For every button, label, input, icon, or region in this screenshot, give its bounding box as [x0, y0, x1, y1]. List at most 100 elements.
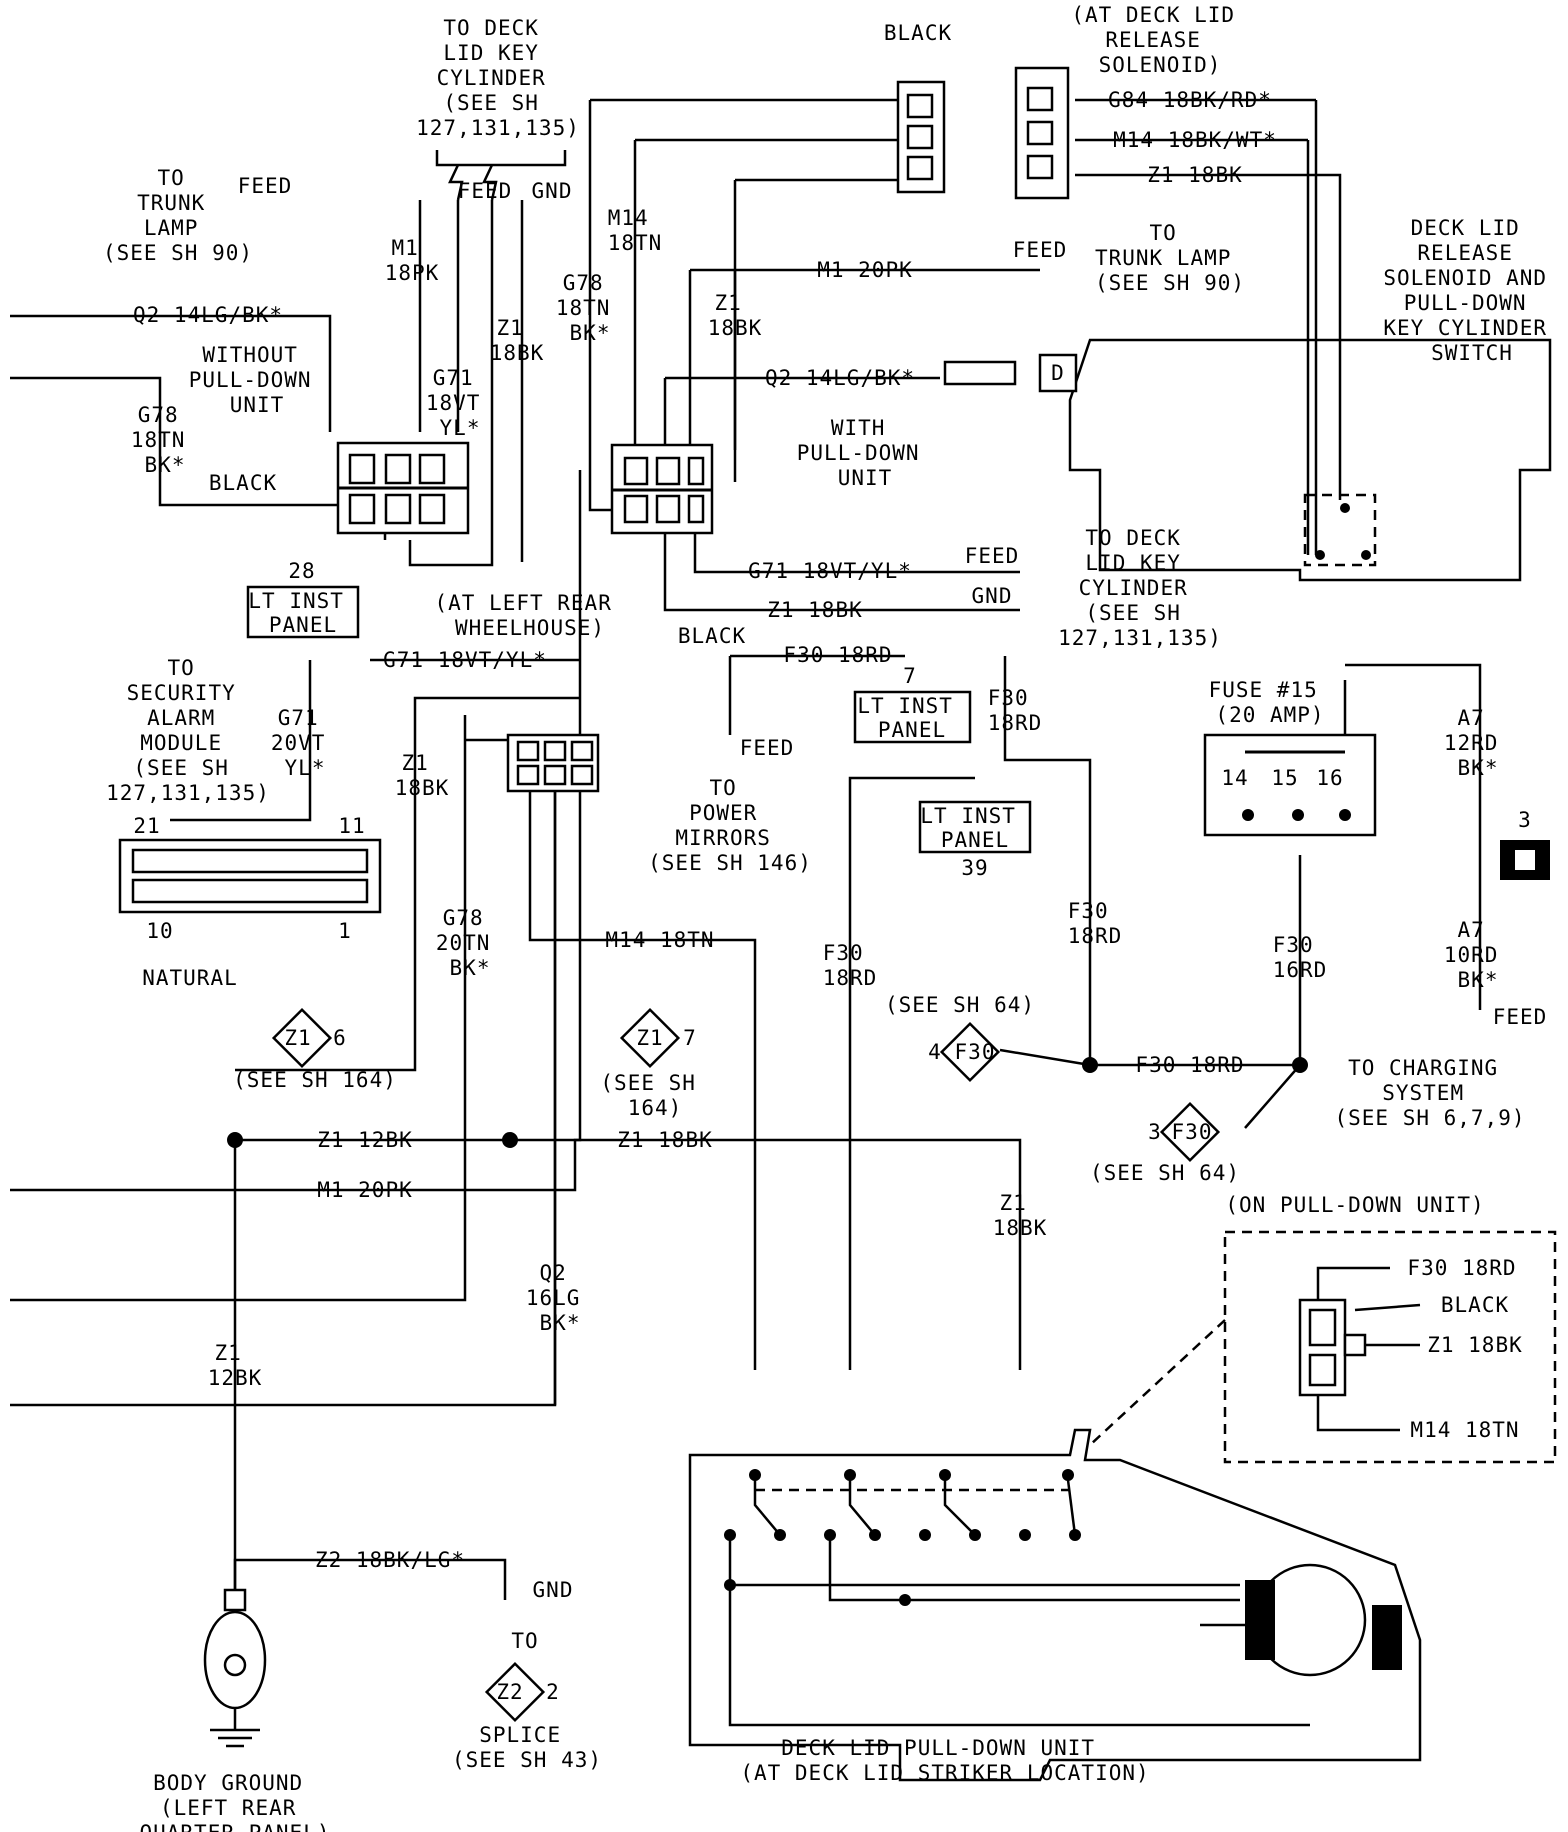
- fuse-block: [1203, 733, 1377, 837]
- fuse-pin-16: 16: [1316, 766, 1343, 790]
- panel-28-num: 28: [288, 559, 315, 583]
- m14-18tn-top: M14 18TN: [608, 206, 663, 255]
- m1-20pk-top: M1 20PK: [817, 258, 913, 282]
- see-sh-64-top: (SEE SH 64): [885, 993, 1035, 1017]
- fuse-pin-14: 14: [1221, 766, 1248, 790]
- panel-28-text: LT INST PANEL: [248, 589, 357, 637]
- to-trunk-lamp-right: TO TRUNK LAMP (SEE SH 90): [1095, 221, 1245, 295]
- splice-z1-6-num: 6: [333, 1026, 347, 1050]
- a7-12rd-label: A7 12RD BK*: [1444, 706, 1512, 780]
- q2-16lg-label: Q2 16LG BK*: [526, 1261, 594, 1335]
- connector-solenoid-pair: [896, 66, 1070, 200]
- splice-z1-6-name: Z1: [284, 1026, 311, 1050]
- g78-18tn-top: G78 18TN BK*: [556, 271, 624, 345]
- m14-bkwt-label: M14 18BK/WT*: [1113, 128, 1277, 152]
- g78-20tn-label: G78 20TN BK*: [436, 906, 504, 980]
- panel-39-text: LT INST PANEL: [920, 804, 1029, 852]
- f30-18rd-mid-left: F30 18RD: [823, 941, 878, 990]
- feed-top-label: FEED: [458, 179, 513, 203]
- deck-lid-switch-label: DECK LID RELEASE SOLENOID AND PULL-DOWN …: [1383, 216, 1560, 365]
- z1-12bk-drop: Z1 12BK: [208, 1341, 263, 1390]
- panel-7-num: 7: [903, 664, 917, 688]
- fuse-label: FUSE #15 (20 AMP): [1209, 678, 1332, 727]
- g71-20vt-label: G71 20VT YL*: [271, 706, 339, 780]
- pulldown-inset: [1089, 1230, 1557, 1464]
- fuse-pin-15: 15: [1271, 766, 1298, 790]
- a7-10rd-label: A7 10RD BK*: [1444, 918, 1512, 992]
- pin-11: 11: [338, 814, 365, 838]
- to-charging: TO CHARGING SYSTEM (SEE SH 6,7,9): [1334, 1056, 1525, 1130]
- security-module-connector: [118, 838, 382, 914]
- feed-pm-label: FEED: [740, 736, 795, 760]
- m1-20pk-bus: M1 20PK: [317, 1178, 413, 1202]
- without-pulldown-label: WITHOUT PULL-DOWN UNIT: [189, 343, 325, 417]
- f30-18rd-mid-right: F30 18RD: [1068, 899, 1123, 948]
- g71-sec-wire: G71 18VT/YL*: [383, 648, 547, 672]
- g71-18vt-label: G71 18VT YL*: [426, 366, 494, 440]
- panel-39-num: 39: [961, 856, 988, 880]
- g71-right-label: G71 18VT/YL*: [748, 559, 912, 583]
- feed-right2: FEED: [965, 544, 1020, 568]
- see-sh-164-left: (SEE SH 164): [233, 1068, 397, 1092]
- to-splice-label: TO: [511, 1629, 538, 1653]
- connector-wheelhouse: [506, 733, 600, 793]
- z1-18bk-top2: Z1 18BK: [708, 291, 763, 340]
- connector-without-pulldown: [336, 441, 470, 535]
- panel-7-text: LT INST PANEL: [857, 694, 966, 742]
- splice-f30-3-num: 3: [1148, 1120, 1162, 1144]
- f30-18rd-bus: F30 18RD: [1135, 1053, 1244, 1077]
- splices: [227, 1007, 1308, 1723]
- feed-charging: FEED: [1493, 1005, 1548, 1029]
- text-labels: TO DECK LID KEY CYLINDER (SEE SH 127,131…: [103, 3, 1560, 1832]
- body-ground-label: BODY GROUND (LEFT REAR QUARTER PANEL): [139, 1771, 330, 1832]
- feed-trunk-left: FEED: [238, 174, 293, 198]
- pulldown-unit-label: DECK LID PULL-DOWN UNIT (AT DECK LID STR…: [740, 1736, 1149, 1785]
- splice-z1-7-num: 7: [683, 1026, 697, 1050]
- see-sh-164-mid: (SEE SH 164): [600, 1071, 709, 1120]
- at-left-rear: (AT LEFT REAR WHEELHOUSE): [434, 591, 625, 640]
- to-trunk-lamp-left: TO TRUNK LAMP (SEE SH 90): [103, 166, 253, 265]
- pin-1: 1: [338, 919, 352, 943]
- deck-lid-solenoid-body: [943, 338, 1552, 582]
- to-deck-lid-key-right: TO DECK LID KEY CYLINDER (SEE SH 127,131…: [1058, 526, 1222, 650]
- black-top-label: BLACK: [884, 21, 952, 45]
- natural-label: NATURAL: [142, 966, 238, 990]
- m1-18pk-label: M1 18PK: [385, 236, 440, 285]
- m14-18tn-mid: M14 18TN: [605, 928, 714, 952]
- z2-wire-label: Z2 18BK/LG*: [315, 1548, 465, 1572]
- pin-10: 10: [146, 919, 173, 943]
- f30-18rd-r: F30 18RD: [988, 686, 1043, 735]
- see-sh-64-bottom: (SEE SH 64): [1090, 1161, 1240, 1185]
- pin-21: 21: [133, 814, 160, 838]
- black-mid-label: BLACK: [678, 624, 746, 648]
- with-pulldown-label: WITH PULL-DOWN UNIT: [797, 416, 933, 490]
- to-deck-lid-key-top: TO DECK LID KEY CYLINDER (SEE SH 127,131…: [416, 16, 580, 140]
- feed-right: FEED: [1013, 238, 1068, 262]
- f30-16rd-label: F30 16RD: [1273, 933, 1328, 982]
- g84-label: G84 18BK/RD*: [1108, 88, 1272, 112]
- connector-3: [1500, 840, 1550, 880]
- splice-f30-4-name: F30: [955, 1040, 996, 1064]
- connector-3-num: 3: [1518, 808, 1532, 832]
- inset-m14: M14 18TN: [1410, 1418, 1519, 1442]
- z1-top-label: Z1 18BK: [1147, 163, 1243, 187]
- splice-f30-4-num: 4: [928, 1040, 942, 1064]
- to-power-mirrors: TO POWER MIRRORS (SEE SH 146): [648, 776, 812, 875]
- q2-left-label: Q2 14LG/BK*: [133, 303, 283, 327]
- body-ground: [203, 1588, 267, 1748]
- splice-text: SPLICE (SEE SH 43): [452, 1723, 602, 1772]
- z1-12bk-bus: Z1 12BK: [317, 1128, 413, 1152]
- at-deck-lid-solenoid: (AT DECK LID RELEASE SOLENOID): [1071, 3, 1248, 77]
- splice-z1-7-name: Z1: [636, 1026, 663, 1050]
- z1-18bk-bus: Z1 18BK: [617, 1128, 713, 1152]
- g78-left-label: G78 18TN BK*: [131, 403, 199, 477]
- z1-18bk-mid-label: Z1 18BK: [490, 316, 545, 365]
- splice-z2-num: 2: [546, 1680, 560, 1704]
- switch-pin-d: D: [1051, 361, 1065, 385]
- to-security-label: TO SECURITY ALARM MODULE (SEE SH 127,131…: [106, 656, 270, 805]
- inset-black: BLACK: [1441, 1293, 1509, 1317]
- gnd-splice-label: GND: [533, 1578, 574, 1602]
- black-left-label: BLACK: [209, 471, 277, 495]
- inset-f30: F30 18RD: [1407, 1256, 1516, 1280]
- z1-right2-label: Z1 18BK: [767, 598, 863, 622]
